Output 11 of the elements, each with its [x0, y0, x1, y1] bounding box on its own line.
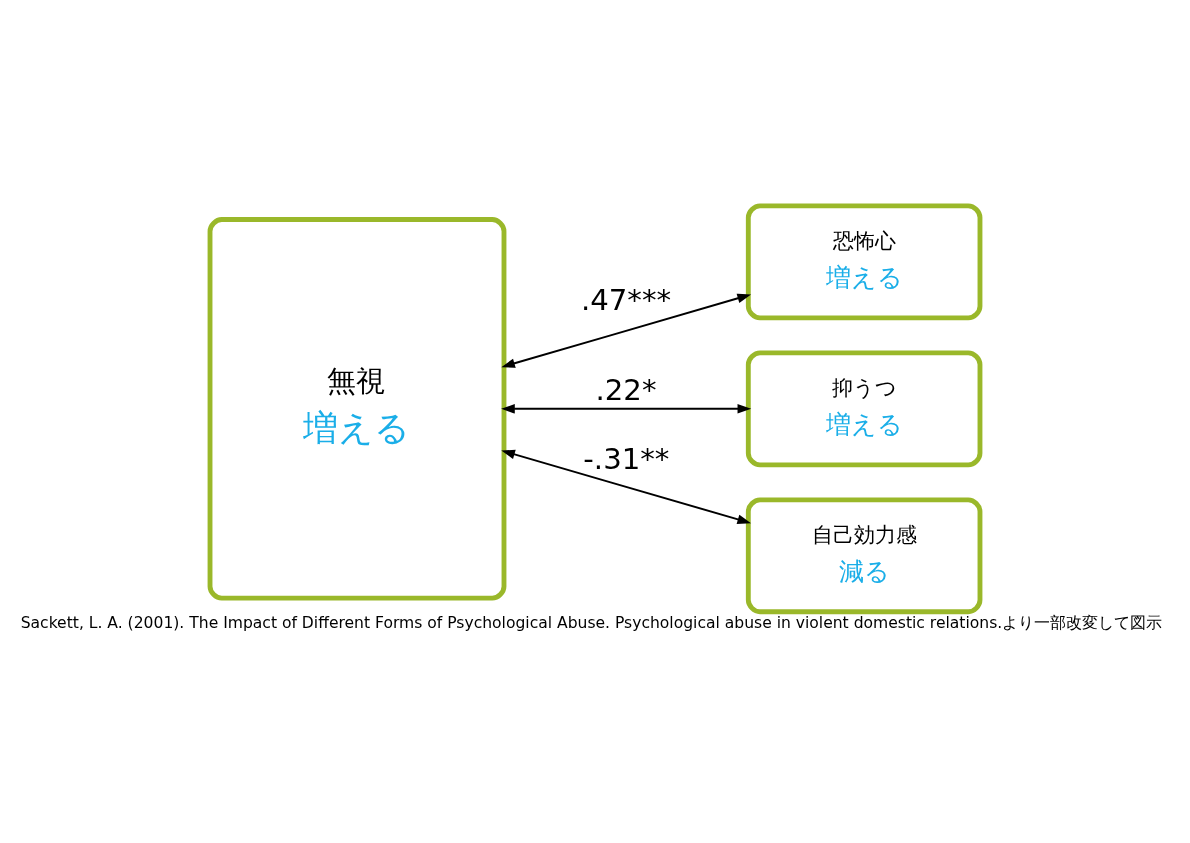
node-box: 恐怖心 増える: [745, 203, 983, 321]
node-box: 無視 増える: [207, 217, 507, 601]
node-box: 自己効力感 減る: [745, 497, 983, 615]
edge-label: -.31**: [583, 442, 670, 477]
edge-label: .47***: [580, 282, 672, 317]
arrow: [501, 404, 752, 414]
arrow: [501, 293, 752, 368]
edge-label: .22*: [595, 373, 657, 408]
arrow: [501, 449, 752, 524]
caption: Sackett, L. A. (2001). The Impact of Different Forms of Psychological Abuse. Psychological abuse in violent domestic relations.より一部改変して図示: [20, 614, 1163, 633]
node-box: 抑うつ 増える: [745, 350, 983, 468]
